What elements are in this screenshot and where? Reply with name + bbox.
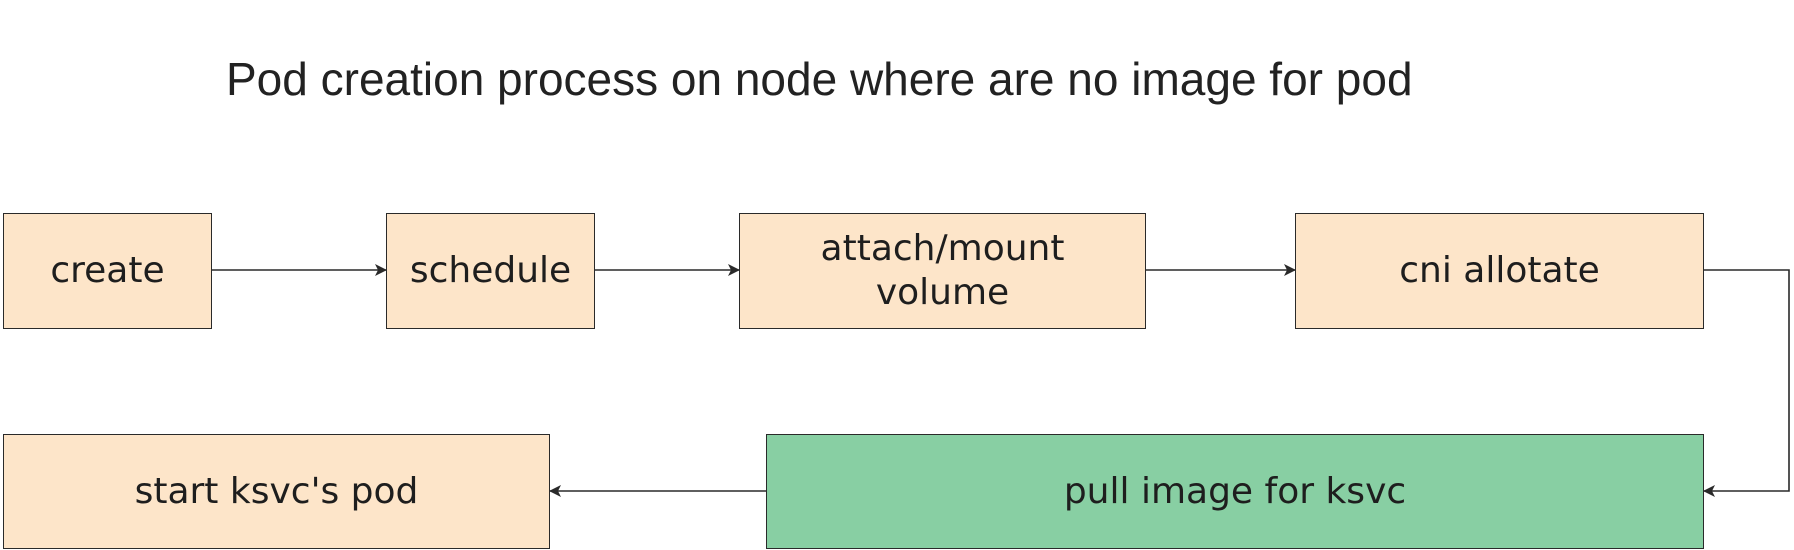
node-pull-image: pull image for ksvc <box>766 434 1704 549</box>
node-attach-mount-volume: attach/mount volume <box>739 213 1146 329</box>
arrow-cni-to-pull <box>1703 269 1790 497</box>
node-cni-allotate: cni allotate <box>1295 213 1704 329</box>
node-schedule: schedule <box>386 213 595 329</box>
node-start-label: start ksvc's pod <box>134 470 419 512</box>
node-create-label: create <box>50 250 165 291</box>
node-attach-label-line1: attach/mount <box>820 228 1065 269</box>
diagram-title: Pod creation process on node where are n… <box>226 53 1413 105</box>
node-cni-label: cni allotate <box>1399 250 1600 291</box>
node-attach-label-line2: volume <box>875 272 1010 313</box>
node-start-ksvc-pod: start ksvc's pod <box>3 434 550 549</box>
node-create: create <box>3 213 212 329</box>
node-schedule-label: schedule <box>409 250 572 291</box>
node-pull-label: pull image for ksvc <box>1063 470 1407 512</box>
